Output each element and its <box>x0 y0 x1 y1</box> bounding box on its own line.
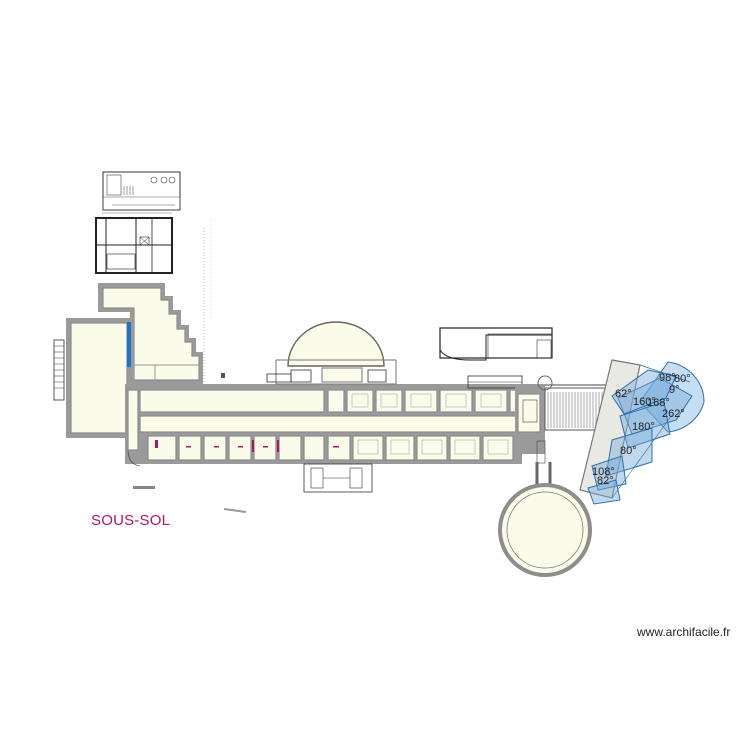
central-wing[interactable] <box>125 384 522 467</box>
angle-label: 9° <box>669 384 680 396</box>
north-annex[interactable] <box>102 171 181 211</box>
angle-label: 180° <box>632 421 655 433</box>
angle-label: 160° <box>633 396 656 408</box>
floor-name-label: SOUS-SOL <box>91 512 171 529</box>
far-west-block[interactable] <box>53 318 134 438</box>
angle-label: 62° <box>615 388 632 400</box>
angle-label: 80° <box>674 373 691 385</box>
angle-label: 82° <box>597 475 614 487</box>
angle-label: 98° <box>659 372 676 384</box>
angle-label: 168° <box>647 397 670 409</box>
ne-block[interactable] <box>439 327 553 389</box>
watermark-text: www.archifacile.fr <box>637 625 731 639</box>
angle-label: 262° <box>662 408 685 420</box>
rotunda[interactable] <box>498 462 592 577</box>
dome-pavilion[interactable] <box>221 321 397 385</box>
south-entrance[interactable] <box>133 463 373 493</box>
east-wing-selected[interactable] <box>579 359 705 505</box>
angle-label: 80° <box>620 445 637 457</box>
annex-block-2[interactable] <box>95 212 173 274</box>
angle-label: 108° <box>592 466 615 478</box>
